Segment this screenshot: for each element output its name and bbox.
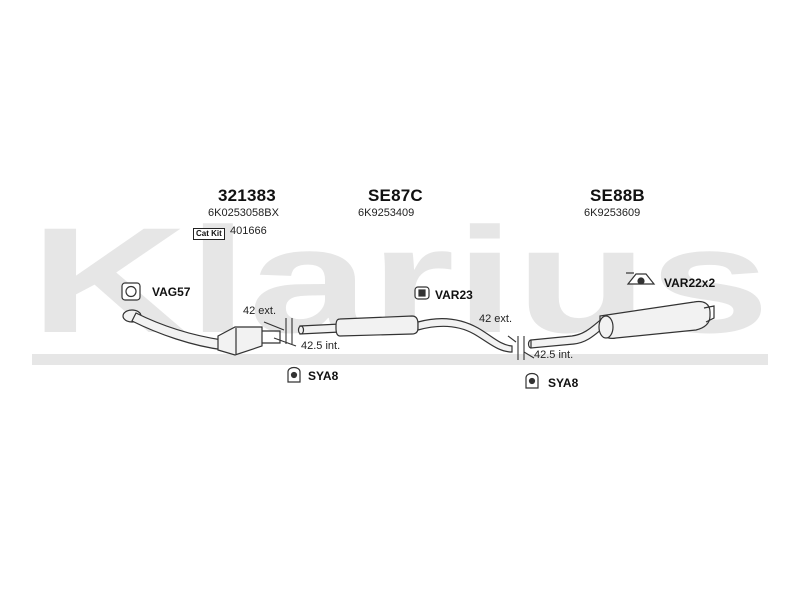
catkit-number: 401666 (230, 225, 267, 237)
hanger-icon (414, 286, 430, 300)
accessory-sya8-right: SYA8 (548, 376, 579, 390)
downpipe (122, 309, 225, 351)
middle-section (297, 315, 513, 353)
rubber-mount-icon-right (525, 372, 539, 389)
left-joint-clamp (263, 318, 297, 347)
part-code-se88b: SE88B (590, 186, 645, 205)
rear-section (527, 300, 715, 349)
accessory-vag57: VAG57 (152, 285, 191, 299)
catkit-badge: Cat Kit (193, 228, 225, 240)
part-number-se88b: 6K9253609 (584, 207, 641, 219)
watermark-underline (32, 354, 768, 365)
accessory-var23: VAR23 (435, 288, 473, 302)
accessory-sya8-left: SYA8 (308, 369, 339, 383)
part-number-se87c: 6K9253409 (358, 207, 415, 219)
part-code-se87c: SE87C (368, 186, 423, 205)
right-joint-clamp (507, 335, 535, 360)
part-number-321383: 6K0253058BX (208, 207, 279, 219)
part-code-321383: 321383 (218, 186, 276, 205)
gasket-icon (121, 282, 141, 301)
accessory-var22: VAR22x2 (664, 276, 716, 290)
joint-right-ext: 42 ext. (479, 313, 513, 325)
catalytic-converter (217, 326, 281, 356)
joint-left-ext: 42 ext. (243, 305, 277, 317)
joint-right-int: 42.5 int. (534, 349, 574, 361)
bracket-icon (626, 272, 656, 285)
joint-left-int: 42.5 int. (301, 340, 341, 352)
rubber-mount-icon-left (287, 366, 301, 383)
